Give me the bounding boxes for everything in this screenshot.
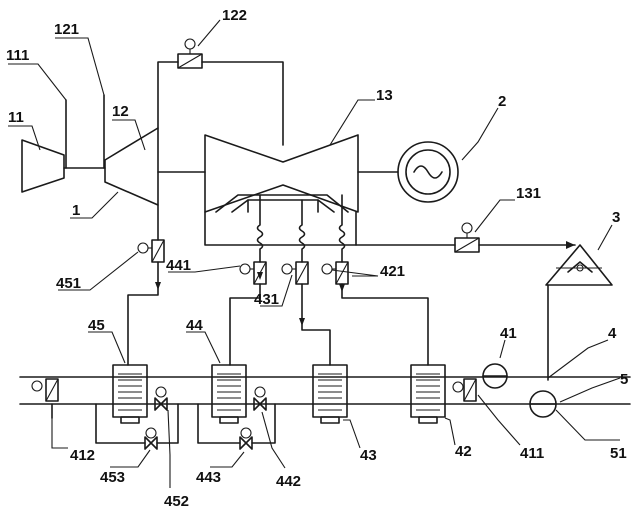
label-1: 1 (72, 202, 80, 219)
compressor-11 (21, 139, 65, 193)
label-41: 41 (500, 325, 517, 342)
label-411: 411 (520, 445, 544, 462)
label-3: 3 (612, 209, 620, 226)
label-451: 451 (56, 275, 81, 292)
valve-451 (137, 239, 165, 263)
valve-421 (321, 261, 349, 285)
label-453: 453 (100, 469, 125, 486)
label-42: 42 (455, 443, 472, 460)
label-121: 121 (54, 21, 79, 38)
label-122: 122 (222, 7, 247, 24)
label-4: 4 (608, 325, 617, 342)
exhaust-line-131 (204, 211, 576, 249)
label-5: 5 (620, 371, 628, 388)
label-441: 441 (166, 257, 191, 274)
valve-411 (452, 378, 477, 402)
loop-122 (157, 61, 284, 146)
valve-431 (281, 261, 309, 285)
extraction-line-431 (298, 199, 306, 263)
label-442: 442 (276, 473, 301, 490)
label-44: 44 (186, 317, 203, 334)
valve-452 (154, 386, 168, 411)
heater-44 (211, 364, 247, 424)
heater-42 (410, 364, 446, 424)
label-13: 13 (376, 87, 393, 104)
label-51: 51 (610, 445, 627, 462)
leader-lines (8, 19, 621, 488)
bypass-443 (197, 403, 276, 450)
valve-131 (454, 222, 480, 253)
extraction-line-441 (256, 194, 264, 263)
label-45: 45 (88, 317, 105, 334)
label-2: 2 (498, 93, 506, 110)
bypass-453 (95, 403, 179, 450)
supply-lines (127, 261, 429, 366)
label-12: 12 (112, 103, 129, 120)
labels: 111 121 122 11 12 13 2 1 131 3 451 441 4… (6, 7, 628, 510)
heater-43 (312, 364, 348, 424)
pump-51 (529, 390, 557, 418)
generator-2 (397, 141, 459, 203)
turbine-13 (204, 134, 359, 213)
label-443: 443 (196, 469, 221, 486)
condenser-3 (545, 244, 613, 381)
valve-442 (253, 386, 267, 411)
valve-122 (177, 38, 203, 69)
pump-41 (482, 363, 508, 389)
label-131: 131 (516, 185, 541, 202)
label-412: 412 (70, 447, 95, 464)
label-43: 43 (360, 447, 377, 464)
label-11: 11 (8, 109, 24, 126)
label-111: 111 (6, 47, 29, 64)
feedwater-line (19, 376, 631, 405)
extraction-line-421 (338, 194, 346, 263)
turbine-12 (104, 127, 159, 206)
label-452: 452 (164, 493, 189, 510)
valve-412 (31, 378, 59, 402)
label-421: 421 (380, 263, 405, 280)
label-431: 431 (254, 291, 279, 308)
heater-45 (112, 364, 148, 424)
